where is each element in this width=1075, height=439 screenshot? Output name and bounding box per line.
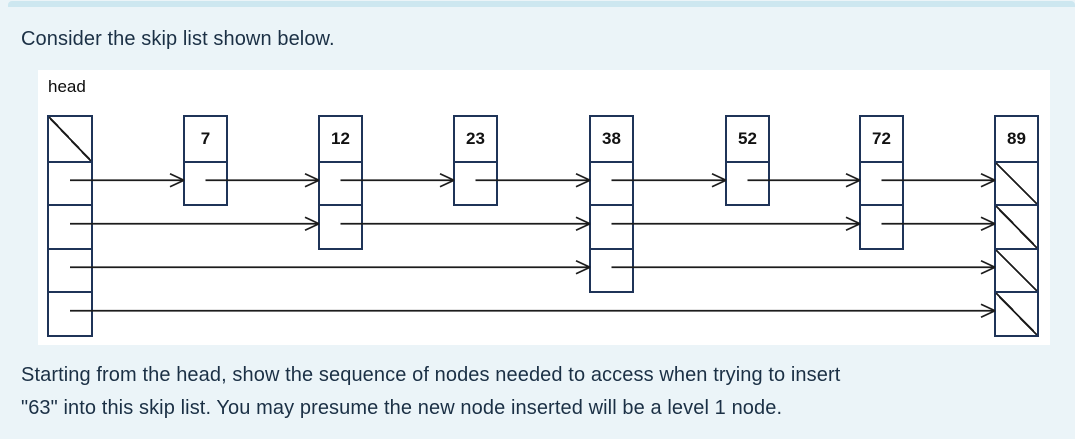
- node-38-pointer-cell-level1: [591, 160, 632, 205]
- head-pointer-cell-level4: [49, 291, 91, 335]
- top-accent-bar: [8, 1, 1075, 7]
- question-intro-text: Consider the skip list shown below.: [21, 28, 335, 50]
- skiplist-node-23: 23: [453, 115, 498, 206]
- head-node: [47, 115, 93, 337]
- node-72-value-cell: 72: [872, 128, 891, 148]
- skiplist-node-72: 72: [859, 115, 904, 250]
- node-72-pointer-cell-level2: [861, 204, 902, 248]
- node-89-value-cell: 89: [1007, 128, 1026, 148]
- node-89-pointer-cell-level2: [996, 204, 1037, 248]
- skiplist-panel: head 7 12 23 38 52 72 89: [38, 70, 1050, 345]
- head-pointer-cell-level1: [49, 160, 91, 205]
- node-7-pointer-cell-level1: [185, 160, 226, 205]
- node-12-pointer-cell-level1: [320, 160, 361, 205]
- node-38-pointer-cell-level3: [591, 247, 632, 292]
- node-38-value-cell: 38: [602, 128, 621, 148]
- question-body-line2: "63" into this skip list. You may presum…: [21, 397, 783, 419]
- node-52-value-cell: 52: [738, 128, 757, 148]
- question-body-line1: Starting from the head, show the sequenc…: [21, 364, 841, 386]
- node-12-pointer-cell-level2: [320, 204, 361, 248]
- skiplist-node-38: 38: [589, 115, 634, 293]
- question-body-text: Starting from the head, show the sequenc…: [21, 359, 840, 425]
- node-89-pointer-cell-level4: [996, 291, 1037, 335]
- skiplist-node-7: 7: [183, 115, 228, 206]
- node-72-pointer-cell-level1: [861, 160, 902, 205]
- node-23-pointer-cell-level1: [455, 160, 496, 205]
- head-label: head: [48, 77, 86, 96]
- node-89-pointer-cell-level1: [996, 160, 1037, 204]
- head-value-cell: [49, 117, 91, 161]
- node-23-value-cell: 23: [466, 128, 485, 148]
- node-38-pointer-cell-level2: [591, 204, 632, 248]
- node-52-pointer-cell-level1: [727, 160, 768, 205]
- head-pointer-cell-level3: [49, 247, 91, 292]
- skiplist-node-12: 12: [318, 115, 363, 250]
- node-7-value-cell: 7: [200, 128, 211, 148]
- skiplist-node-89: 89: [994, 115, 1039, 337]
- head-pointer-cell-level2: [49, 204, 91, 248]
- node-89-pointer-cell-level3: [996, 247, 1037, 291]
- skiplist-node-52: 52: [725, 115, 770, 206]
- node-12-value-cell: 12: [331, 128, 350, 148]
